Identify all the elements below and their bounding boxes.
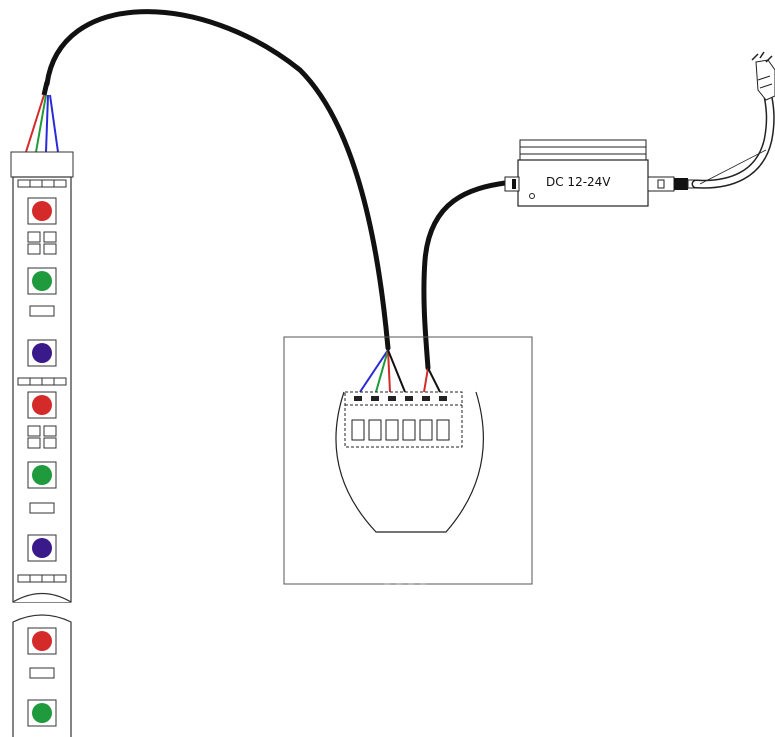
controller-rgb-wires — [359, 349, 406, 393]
controller-power-wires — [423, 367, 441, 393]
wall-controller — [283, 336, 533, 585]
terminal-tops — [354, 396, 447, 401]
terminal-screws — [351, 419, 450, 441]
mains-cable — [691, 51, 775, 189]
controller-faceplate — [283, 336, 533, 585]
controller-body — [335, 391, 484, 533]
led-red — [27, 391, 57, 419]
led-blue — [27, 339, 57, 367]
resistor-pair — [27, 425, 57, 449]
psu-led — [529, 193, 535, 199]
resistor — [29, 502, 55, 514]
psu-body — [517, 159, 649, 207]
power-supply: DC 12-24V — [504, 139, 697, 207]
terminal-block — [344, 391, 463, 448]
led-green — [27, 461, 57, 489]
resistor — [29, 667, 55, 679]
led-green — [27, 267, 57, 295]
power-cable — [421, 180, 508, 371]
mains-plug-icon — [751, 51, 775, 101]
strip-segment-1 — [12, 176, 72, 603]
strip-connector — [10, 151, 74, 178]
resistor-pair — [27, 231, 57, 255]
strip-wires — [25, 81, 59, 153]
led-red — [27, 197, 57, 225]
cut-pads — [17, 179, 67, 583]
psu-output-plug — [647, 176, 697, 192]
led-red — [27, 627, 57, 655]
led-blue — [27, 534, 57, 562]
led-strip — [10, 81, 74, 737]
psu-voltage-label: DC 12-24V — [546, 175, 611, 189]
rgb-cable — [44, 9, 391, 351]
resistor — [29, 305, 55, 317]
psu-top — [519, 139, 647, 163]
led-green — [27, 699, 57, 727]
